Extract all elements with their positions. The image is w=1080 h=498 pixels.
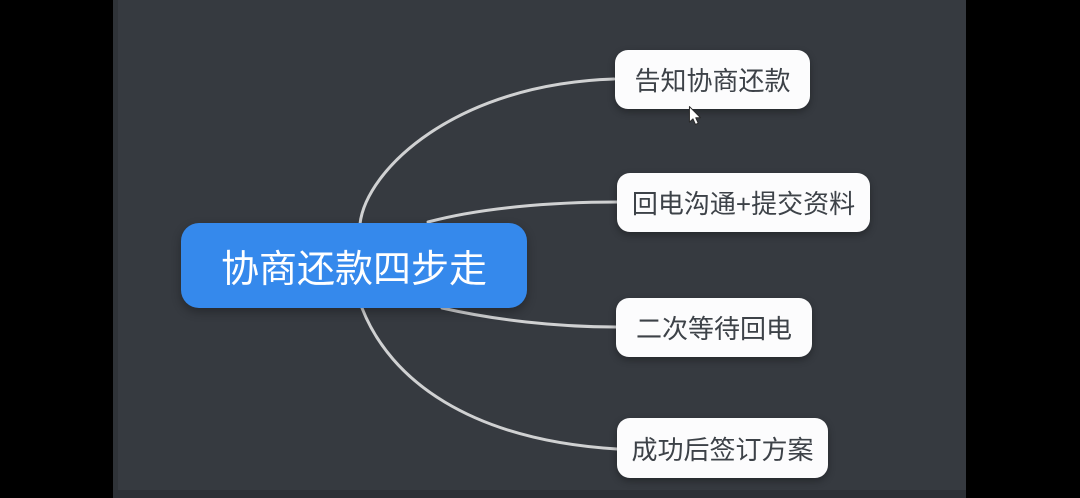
branch-node-1[interactable]: 告知协商还款 (615, 50, 810, 109)
branch-node-4-label: 成功后签订方案 (631, 434, 814, 465)
branch-node-2[interactable]: 回电沟通+提交资料 (617, 173, 870, 232)
canvas-left-edge (113, 0, 118, 498)
branch-node-1-label: 告知协商还款 (634, 66, 791, 96)
root-node[interactable]: 协商还款四步走 (181, 223, 527, 308)
branch-node-2-label: 回电沟通+提交资料 (631, 189, 856, 219)
letterbox-left (0, 0, 113, 498)
branch-node-3[interactable]: 二次等待回电 (616, 298, 812, 357)
canvas-bottom-edge (113, 490, 966, 498)
branch-node-3-label: 二次等待回电 (635, 314, 792, 344)
letterbox-right (966, 0, 1080, 498)
root-node-label: 协商还款四步走 (220, 249, 487, 291)
branch-node-4[interactable]: 成功后签订方案 (617, 418, 828, 478)
